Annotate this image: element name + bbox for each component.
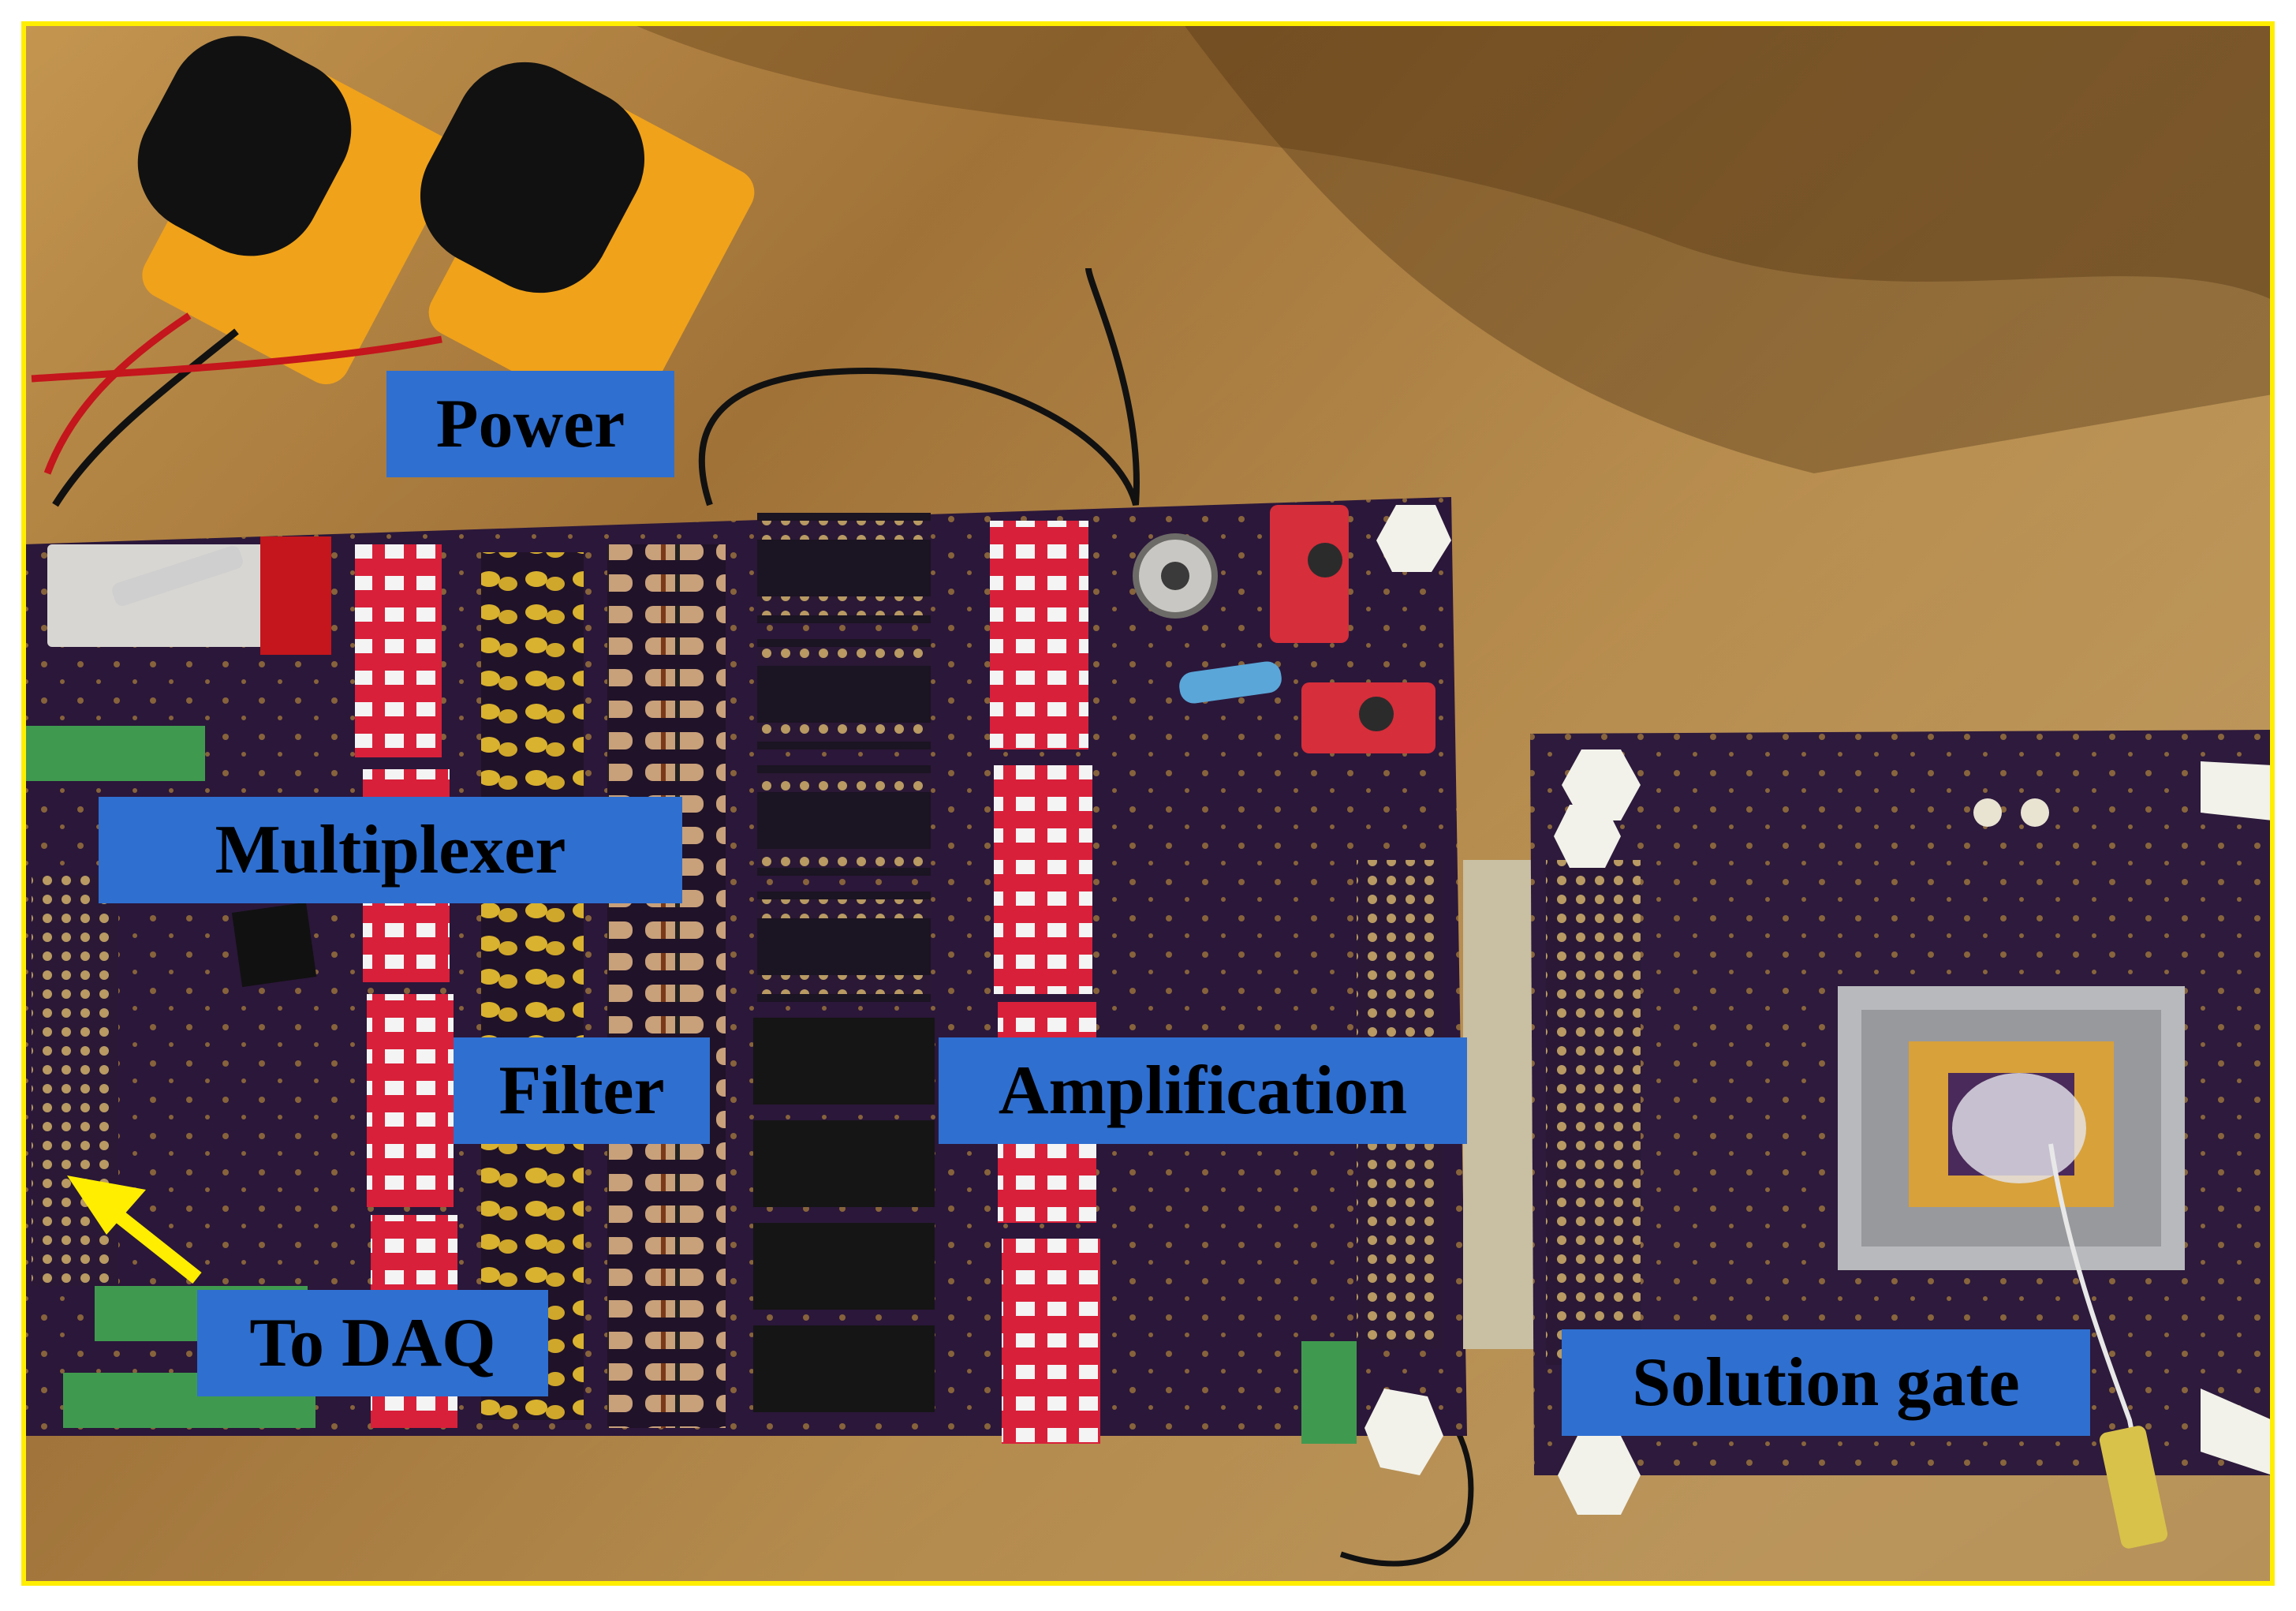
- multiplexer-label: Multiplexer: [99, 797, 682, 903]
- gate-wire: [2048, 1143, 2148, 1500]
- filter-label: Filter: [454, 1037, 710, 1144]
- toggle-switch: [1270, 505, 1349, 643]
- resistor-bank: [607, 544, 726, 1428]
- dip-switch: [990, 521, 1088, 749]
- standoff: [1554, 805, 1621, 868]
- dip-switch: [1002, 1239, 1100, 1444]
- mux-chip: [231, 902, 317, 988]
- solution-gate-pcb: [1530, 730, 2272, 1549]
- led: [2021, 798, 2049, 827]
- wire: [698, 267, 1140, 506]
- dip-switch: [994, 765, 1092, 994]
- led: [1973, 798, 2002, 827]
- op-amp-chips: [753, 1018, 935, 1412]
- solution-gate-label: Solution gate: [1562, 1329, 2090, 1436]
- ic-socket: [757, 513, 931, 1002]
- terminal-block: [24, 726, 205, 781]
- battery-left: [137, 36, 457, 385]
- standoff: [1562, 749, 1641, 820]
- solution-drop: [1952, 1073, 2086, 1183]
- pin-header: [1546, 860, 1641, 1365]
- standoff: [2201, 761, 2272, 820]
- wire: [43, 312, 192, 475]
- to-daq-label: To DAQ: [197, 1290, 548, 1396]
- power-label: Power: [386, 371, 674, 477]
- battery-right: [420, 62, 755, 425]
- capacitor-bank: [481, 552, 584, 1420]
- power-switch: [47, 544, 323, 647]
- standoff: [2201, 1389, 2272, 1475]
- arrow-up-left-icon: [67, 1176, 202, 1284]
- standoff: [1365, 1389, 1443, 1475]
- edge-connector: [1463, 860, 1534, 1349]
- wire: [52, 328, 239, 507]
- dip-switch: [355, 544, 442, 757]
- dip-switch: [367, 994, 454, 1207]
- gate-connector: [2099, 1426, 2168, 1549]
- standoff: [1376, 505, 1451, 572]
- blue-resistor: [1179, 661, 1282, 704]
- wire: [31, 335, 442, 383]
- terminal-block: [1301, 1341, 1357, 1444]
- figure-border: [21, 21, 2275, 1586]
- amplification-label: Amplification: [939, 1037, 1467, 1144]
- standoff: [1558, 1436, 1641, 1515]
